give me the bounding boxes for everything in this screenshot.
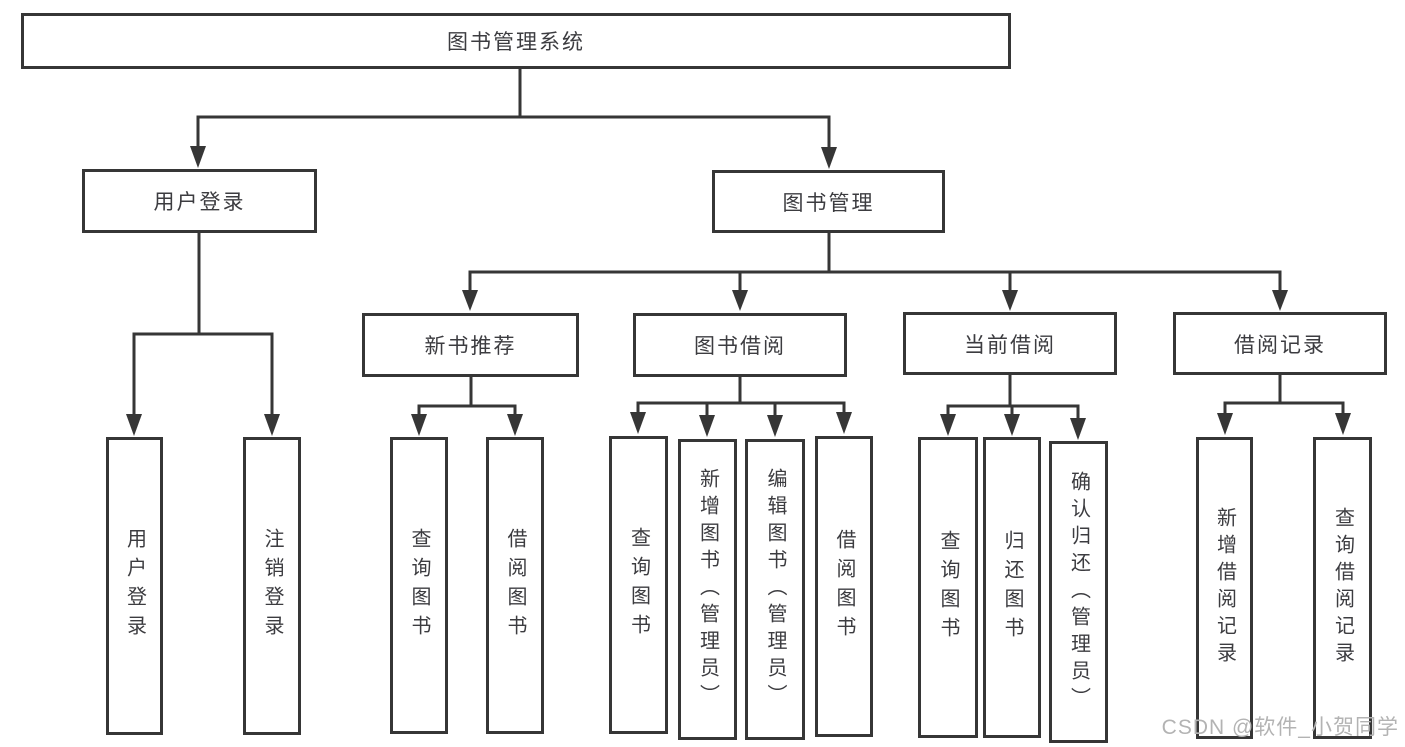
node-leaf-edit-books-admin: 编辑图书（管理员） bbox=[745, 439, 805, 740]
node-leaf-return-books: 归还图书 bbox=[983, 437, 1041, 738]
node-leaf-query-books-recommend: 查询图书 bbox=[390, 437, 448, 734]
node-borrowing-records: 借阅记录 bbox=[1173, 312, 1387, 375]
node-leaf-add-borrow-record: 新增借阅记录 bbox=[1196, 437, 1253, 739]
node-leaf-confirm-return-admin: 确认归还（管理员） bbox=[1049, 441, 1108, 743]
node-leaf-add-books-admin: 新增图书（管理员） bbox=[678, 439, 737, 740]
node-leaf-borrow-books-borrowing: 借阅图书 bbox=[815, 436, 873, 737]
node-leaf-query-books-current: 查询图书 bbox=[918, 437, 978, 738]
csdn-watermark: CSDN @软件_小贺同学 bbox=[1161, 716, 1399, 739]
node-leaf-logout: 注销登录 bbox=[243, 437, 301, 735]
node-user-login-branch: 用户登录 bbox=[82, 169, 317, 233]
node-leaf-query-borrow-record: 查询借阅记录 bbox=[1313, 437, 1372, 739]
node-leaf-query-books-borrowing: 查询图书 bbox=[609, 436, 668, 734]
node-library-management-system: 图书管理系统 bbox=[21, 13, 1011, 69]
node-leaf-user-login: 用户登录 bbox=[106, 437, 163, 735]
node-current-borrowing: 当前借阅 bbox=[903, 312, 1117, 375]
node-new-book-recommendation: 新书推荐 bbox=[362, 313, 579, 377]
node-book-management-branch: 图书管理 bbox=[712, 170, 945, 233]
node-book-borrowing: 图书借阅 bbox=[633, 313, 847, 377]
node-leaf-borrow-books-recommend: 借阅图书 bbox=[486, 437, 544, 734]
